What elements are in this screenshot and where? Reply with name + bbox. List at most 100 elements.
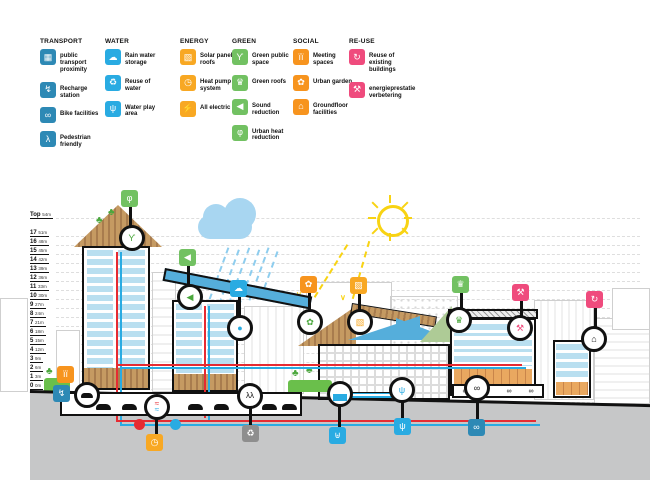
warm-pipe-horizontal	[116, 420, 536, 422]
legend-item-label: Green roofs	[252, 78, 287, 85]
recharge-icon: ↯	[40, 81, 56, 98]
legend-item-label: Urban heat reduction	[252, 128, 284, 142]
legend-item: φ Urban heat reduction	[232, 124, 294, 143]
legend-item: ↻Reuse of existing buildings	[349, 49, 411, 74]
water-storage-badge: ⊎	[329, 427, 346, 444]
legend-category-title: SOCIAL	[293, 38, 319, 45]
level-gridline	[56, 281, 640, 282]
legend-item-label: Water play area	[125, 104, 156, 118]
solar-panel-icon: ▧	[354, 280, 363, 290]
level-label: 15 45m	[30, 248, 50, 255]
legend-category-title: WATER	[105, 38, 129, 45]
rain-cloud-icon: ☁	[234, 283, 243, 293]
legend-category-energy: ENERGY▧Solar panel roofs◷Heat pump syste…	[180, 38, 242, 125]
rain-water-storage-badge: ☁	[230, 280, 247, 297]
level-label: 5 15m	[30, 338, 46, 345]
legend-category-re-use: RE-USE↻Reuse of existing buildings⚒energ…	[349, 38, 415, 107]
energy-retrofit-badge: ⚒	[512, 284, 529, 301]
legend-item-label: Heat pump system	[200, 78, 232, 92]
car-icon	[188, 404, 203, 410]
bike-parking-callout: ∞	[464, 375, 490, 401]
train-icon: ▦	[40, 49, 56, 65]
energy-retrofit-callout: ⚒	[507, 315, 533, 341]
level-label: 16 48m	[30, 239, 50, 246]
legend-item: ♛Green roofs	[232, 74, 294, 91]
legend-item-label: Pedestrian friendly	[60, 135, 91, 149]
bike-facilities-badge: ∞	[468, 419, 485, 436]
bike-glyph: ∞	[506, 387, 512, 395]
legend-item: ♻Reuse of water	[105, 74, 167, 93]
urban-garden-badge: ✿	[300, 276, 317, 293]
storefront-icon: ⌂	[591, 333, 597, 344]
legend-item-label: Groundfloor facilities	[313, 102, 348, 116]
waste-recycle-badge: ♻	[242, 425, 259, 442]
tower2-glazing	[207, 304, 234, 374]
right-building-glazing	[454, 340, 532, 352]
legend-category-title: TRANSPORT	[40, 38, 83, 45]
bike-icon: ∞	[40, 107, 56, 124]
cold-wave-icon: ≈	[154, 405, 160, 414]
droplet-icon: ●	[237, 322, 243, 333]
meeting-spaces-badge: ïï	[57, 366, 74, 383]
small-building-glazing	[556, 344, 588, 380]
legend-item: ◀Sound reduction	[232, 98, 294, 117]
cold-pipe-horizontal	[122, 367, 526, 369]
legend-item: ☁ Rain water storage	[105, 49, 167, 67]
legend-item-label: Reuse of water	[125, 78, 151, 92]
warm-wave-icon: ≈	[154, 398, 160, 408]
level-gridline	[56, 218, 640, 219]
pedestrian-icon: λ	[40, 131, 56, 148]
people-icon: ïï	[293, 49, 309, 65]
legend-item: λ Pedestrian friendly	[40, 131, 102, 149]
level-gridline	[56, 272, 640, 273]
fountain-icon: ψ	[105, 100, 121, 117]
gauge-icon: ◷	[150, 437, 159, 447]
heat-pump-badge: ◷	[146, 434, 163, 451]
level-gridline	[56, 236, 640, 237]
vegetables-icon: ✿	[293, 74, 309, 91]
recharge-station-badge: ↯	[53, 385, 70, 402]
speaker-icon: ◀	[232, 98, 248, 115]
level-gridline	[56, 263, 640, 264]
warm-pipe	[204, 306, 206, 418]
sprout-icon: Ƴ	[128, 232, 136, 243]
car-icon	[214, 404, 229, 410]
tools-icon: ⚒	[516, 287, 525, 297]
fountain-icon: ψ	[399, 421, 406, 431]
legend-item-label: Rain water storage	[125, 53, 156, 66]
car-icon	[96, 404, 111, 410]
level-label: Top 54m	[30, 212, 53, 219]
sprout-icon: Ƴ	[232, 49, 248, 65]
pedestrian-street-callout: λλ	[237, 383, 263, 409]
water-play-callout: ψ	[389, 377, 415, 403]
rain-cloud-icon: ☁	[105, 49, 121, 65]
urban-garden-callout: ✿	[297, 309, 323, 335]
level-gridline	[56, 245, 640, 246]
level-label: 2 6m	[30, 365, 44, 372]
lightning-icon: ⚡	[180, 100, 196, 117]
gauge-icon: ◷	[180, 74, 196, 91]
level-label: 6 18m	[30, 329, 46, 336]
car-icon	[122, 404, 137, 410]
urban-heat-reduction-badge: φ	[121, 190, 138, 207]
hand-building-icon: ↻	[590, 294, 599, 304]
courtyard-green	[288, 380, 332, 392]
legend-category-title: GREEN	[232, 38, 257, 45]
solar-panel-badge: ▧	[350, 277, 367, 294]
recharge-icon: ↯	[57, 388, 66, 398]
tools-icon: ⚒	[515, 322, 525, 333]
bike-icon: ∞	[473, 382, 481, 393]
level-label: 14 42m	[30, 257, 50, 264]
legend-category-water: WATER ☁ Rain water storage ♻Reuse of water ψ…	[105, 38, 167, 126]
legend-category-transport: TRANSPORT▦public transport proximity↯Rec…	[40, 38, 102, 157]
legend-item-label: public transport proximity	[60, 53, 88, 73]
legend-category-title: RE-USE	[349, 38, 375, 45]
small-building-groundfloor	[556, 382, 588, 395]
hand-building-icon: ↻	[349, 49, 365, 65]
level-label: 0 0m	[30, 383, 44, 390]
thermometer-icon: φ	[232, 124, 248, 141]
thermometer-icon: φ	[126, 193, 133, 203]
speaker-icon: ◀	[186, 291, 194, 302]
